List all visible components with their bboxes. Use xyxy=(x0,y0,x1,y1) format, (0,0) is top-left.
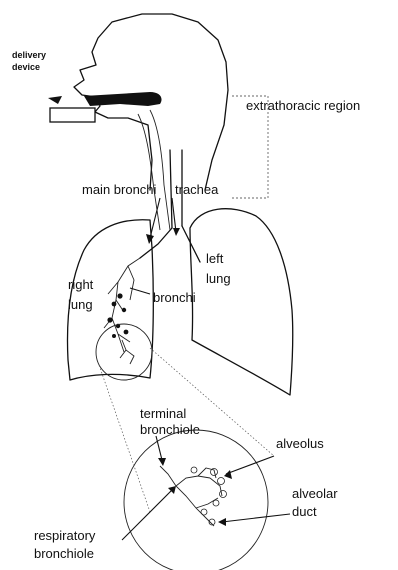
alveoli-bubbles xyxy=(191,467,227,525)
label-terminal-bronchiole-line1: terminal xyxy=(140,406,186,421)
bronchial-tree xyxy=(104,258,140,352)
delivery-device-tube xyxy=(50,108,95,122)
label-respiratory-bronchiole-line1: respiratory xyxy=(34,528,96,543)
delivery-device-arrow xyxy=(48,96,62,104)
label-left-lung-line2: lung xyxy=(206,271,231,286)
pharynx-outer xyxy=(150,110,170,230)
magnify-connector-right xyxy=(150,348,274,456)
label-extrathoracic-region: extrathoracic region xyxy=(246,98,360,113)
label-bronchi: bronchi xyxy=(153,290,196,305)
label-delivery-device-line2: device xyxy=(12,62,40,72)
label-arrows xyxy=(122,198,290,540)
label-left-lung-line1: left xyxy=(206,251,224,266)
label-terminal-bronchiole-line2: bronchiole xyxy=(140,422,200,437)
label-alveolar-duct-line1: alveolar xyxy=(292,486,338,501)
label-right-lung-line1: right xyxy=(68,277,94,292)
bronchiole-clusters xyxy=(107,293,128,338)
label-delivery-device-line1: delivery xyxy=(12,50,46,60)
label-main-bronchi: main bronchi xyxy=(82,182,157,197)
label-right-lung-line2: lung xyxy=(68,297,93,312)
nasal-cavity xyxy=(84,92,162,106)
left-lung-outline xyxy=(190,209,293,395)
magnified-view-circle xyxy=(124,430,268,570)
label-trachea: trachea xyxy=(175,182,219,197)
small-alveoli xyxy=(120,340,134,364)
label-respiratory-bronchiole-line2: bronchiole xyxy=(34,546,94,561)
label-alveolar-duct-line2: duct xyxy=(292,504,317,519)
magnify-connector-left xyxy=(98,362,150,512)
label-alveolus: alveolus xyxy=(276,436,324,451)
